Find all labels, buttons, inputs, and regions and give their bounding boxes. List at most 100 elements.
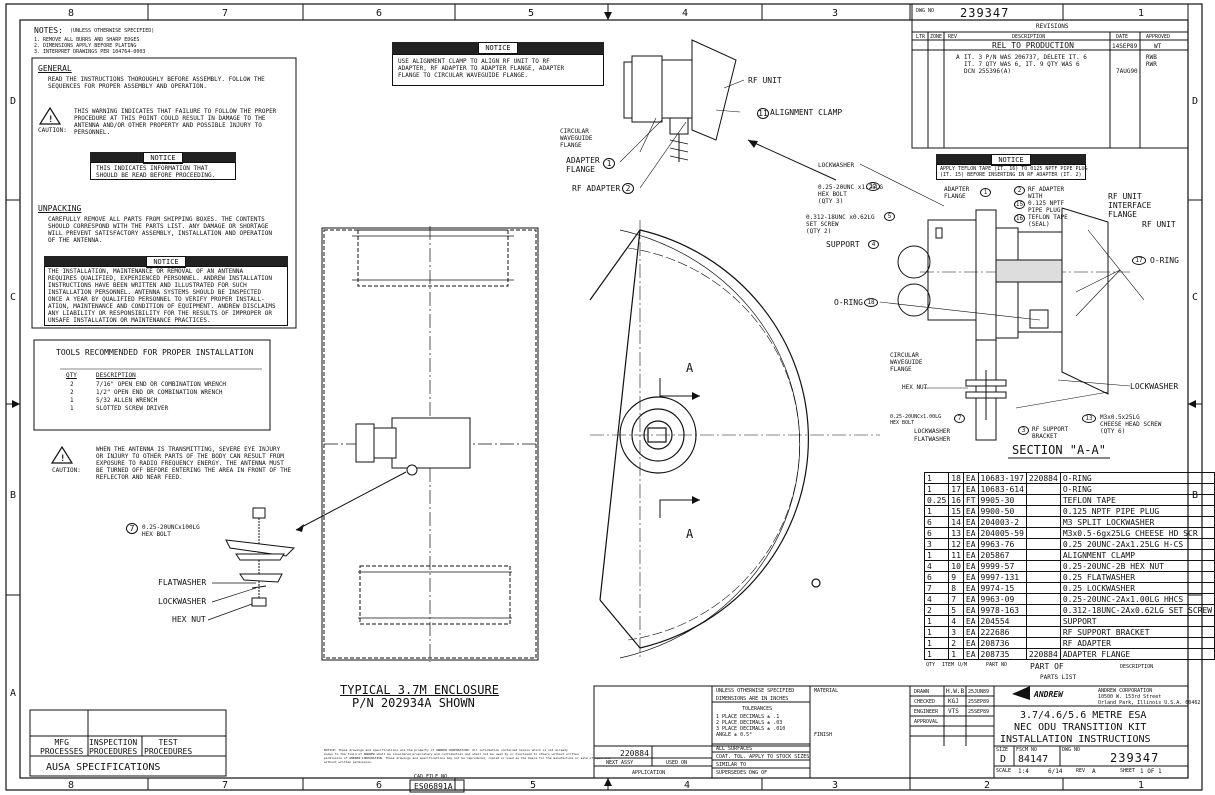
notice-box	[90, 162, 236, 180]
rev-row1-desc: REL TO PRODUCTION	[992, 41, 1074, 50]
parts-cell: RF SUPPORT BRACKET	[1059, 626, 1215, 638]
rev-row2-desc: IT. 3 P/N WAS 206737, DELETE IT. 6 IT. 7…	[964, 54, 1087, 75]
parts-cell: ADAPTER FLANGE	[1059, 648, 1215, 660]
top-notice-text: USE ALIGNMENT CLAMP TO ALIGN RF UNIT TO …	[398, 58, 565, 79]
parts-cell: 0.25 20UNC-2Ax1.25LG H-CS	[1059, 538, 1215, 550]
tb-used-on: USED ON	[666, 760, 688, 766]
tools-qty: 1	[70, 397, 74, 404]
section-rf-support: RF SUPPORT BRACKET	[1032, 426, 1069, 440]
section-rf-unit-interface: RF UNIT INTERFACE FLANGE	[1108, 192, 1152, 219]
parts-cell: EA	[962, 604, 979, 616]
parts-cell: 208735	[977, 648, 1027, 660]
unpacking-heading: UNPACKING	[38, 204, 82, 213]
notice-banner: NOTICE	[90, 152, 236, 164]
parts-cell: EA	[962, 505, 979, 517]
parts-cell: 17	[948, 483, 964, 495]
parts-cell: 9963-09	[977, 593, 1027, 605]
unpacking-notice-box	[44, 266, 288, 326]
parts-cell: O-RING	[1059, 483, 1215, 495]
enclosure-caption: TYPICAL 3.7M ENCLOSURE	[340, 683, 499, 697]
parts-cell: 7	[923, 582, 950, 594]
rev-row2-date: 7AUG90	[1116, 68, 1138, 75]
parts-cell: TEFLON TAPE	[1059, 494, 1215, 506]
parts-cell: 3	[923, 538, 950, 550]
zone-col-4-bottom: 4	[684, 780, 691, 791]
tb-title-line1: 3.7/4.6/5.6 METRE ESA	[1020, 710, 1147, 721]
zone-col-3: 3	[832, 8, 839, 19]
tb-next-assy-no: 220884	[620, 749, 649, 758]
section-pipe-plug: WITH 0.125 NPTF PIPE PLUG	[1028, 193, 1065, 214]
section-hex-bolt-7: 0.25-20UNCx1.00LG HEX BOLT	[890, 414, 942, 426]
hex-nut-label: HEX NUT	[172, 615, 206, 624]
tb-sheet-label: SHEET	[1120, 768, 1136, 774]
parts-desc-header: DESCRIPTION	[1120, 664, 1154, 670]
tb-dwg-label: DWG NO	[1062, 747, 1081, 753]
company-logo: ANDREW	[1034, 690, 1063, 699]
section-oring-right: O-RING	[1150, 256, 1179, 265]
tb-unless: UNLESS OTHERWISE SPECIFIED	[716, 688, 795, 694]
parts-cell: EA	[962, 560, 979, 572]
hex-bolt-label: 0.25-20UNCx100LG HEX BOLT	[142, 524, 200, 538]
parts-cell: 1	[923, 483, 950, 495]
tools-desc: SLOTTED SCREW DRIVER	[96, 405, 169, 412]
parts-cell: FT	[962, 494, 979, 506]
notes-title: NOTES:	[34, 26, 63, 35]
item-balloon: 1	[980, 188, 991, 197]
revisions-title: REVISIONS	[1036, 23, 1069, 30]
parts-cell: 0.25	[923, 494, 950, 506]
parts-qty-header: QTY	[926, 662, 936, 668]
zone-col-8-bottom: 8	[68, 780, 75, 791]
top-notice-box	[392, 54, 604, 86]
parts-cell: 204554	[977, 615, 1027, 627]
tb-approval: APPROVAL	[914, 719, 939, 725]
tb-coat: COAT. TOL. APPLY TO STOCK SIZES	[716, 754, 810, 760]
item-balloon: 7	[954, 414, 965, 423]
ausa-specifications: AUSA SPECIFICATIONS	[46, 762, 161, 773]
parts-cell: 9978-163	[977, 604, 1027, 616]
parts-cell: 14	[948, 516, 964, 528]
item-balloon: 11	[757, 108, 769, 119]
tb-tolerances: TOLERANCES	[742, 706, 773, 712]
zone-col-1-bottom: 1	[1138, 780, 1145, 791]
cad-file-label: CAD FILE NO.	[414, 774, 451, 780]
section-lockwasher-c: LOCKWASHER	[914, 428, 951, 435]
rev-date-header: DATE	[1116, 34, 1129, 40]
parts-cell: 1	[923, 637, 950, 649]
zone-row-a: A	[10, 688, 17, 699]
section-mark-top: A	[686, 361, 694, 375]
zone-col-3-bottom: 3	[832, 780, 839, 791]
parts-cell	[1025, 494, 1061, 506]
tb-drawn: DRAWN	[914, 689, 930, 695]
parts-cell: 4	[948, 615, 964, 627]
tb-finish: FINISH	[814, 732, 833, 738]
zone-col-1: 1	[1138, 8, 1145, 19]
parts-cell: 220884	[1025, 472, 1061, 484]
parts-cell: EA	[962, 571, 979, 583]
tb-material: MATERIAL	[814, 688, 839, 694]
parts-cell: 10683-197	[977, 472, 1027, 484]
parts-cell: M3 SPLIT LOCKWASHER	[1059, 516, 1215, 528]
zone-col-8: 8	[68, 8, 75, 19]
tb-title-line2: NEC ODU TRANSITION KIT	[1014, 722, 1147, 733]
parts-cell: 18	[948, 472, 964, 484]
tb-fscm: 84147	[1018, 754, 1049, 765]
item-balloon: 2	[622, 183, 634, 194]
parts-cell	[1025, 582, 1061, 594]
item-balloon: 2	[1014, 186, 1025, 195]
parts-cell: EA	[962, 582, 979, 594]
cad-file-no: ES06891A	[414, 782, 453, 791]
rev-zone-header: ZONE	[930, 34, 943, 40]
tb-size-label: SIZE	[996, 747, 1009, 753]
parts-partof-header: PART OF	[1030, 662, 1064, 671]
parts-cell: 16	[948, 494, 964, 506]
section-cheese-screw: M3x0.5x25LG CHEESE HEAD SCREW (QTY 6)	[1100, 414, 1162, 435]
caution2-label: CAUTION:	[52, 467, 81, 474]
parts-cell: EA	[962, 626, 979, 638]
section-notice-banner: NOTICE	[936, 154, 1086, 166]
item-balloon: 13	[1082, 414, 1096, 423]
